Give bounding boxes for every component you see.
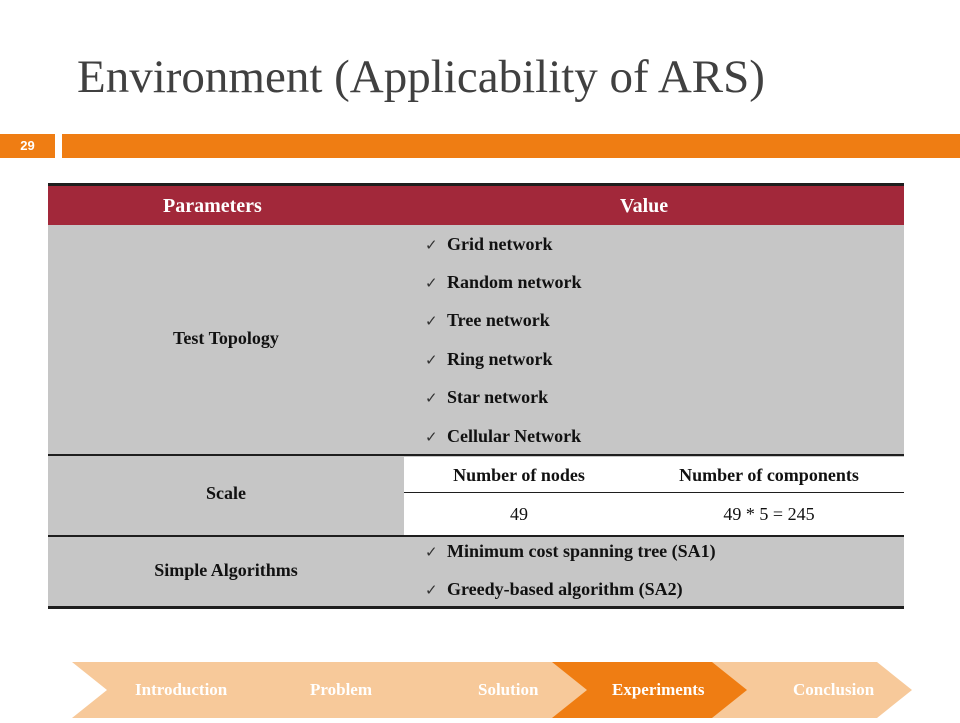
scale-subtable: Number of nodes Number of components 49 … bbox=[404, 457, 904, 535]
check-icon: ✓ bbox=[425, 351, 438, 369]
parameters-table: Parameters Value Test Topology ✓Grid net… bbox=[48, 183, 904, 609]
nav-label: Conclusion bbox=[793, 680, 875, 699]
scale-col-nodes: Number of nodes bbox=[453, 465, 585, 485]
check-icon: ✓ bbox=[425, 312, 438, 330]
nav-step-problem[interactable]: Problem bbox=[232, 662, 432, 718]
check-icon: ✓ bbox=[425, 581, 438, 599]
chevron-shape bbox=[232, 662, 432, 718]
check-icon: ✓ bbox=[425, 274, 438, 292]
nav-step-conclusion[interactable]: Conclusion bbox=[712, 662, 912, 718]
check-icon: ✓ bbox=[425, 236, 438, 254]
row-label-scale: Scale bbox=[206, 483, 246, 503]
topology-item: ✓Random network bbox=[425, 272, 582, 292]
chevron-shape bbox=[72, 662, 272, 718]
section-nav: Introduction Problem Solution Experiment… bbox=[72, 662, 912, 718]
scale-col-components: Number of components bbox=[679, 465, 859, 485]
scale-divider bbox=[404, 492, 904, 493]
chevron-shape bbox=[392, 662, 592, 718]
algorithm-item: ✓Greedy-based algorithm (SA2) bbox=[425, 579, 683, 599]
topology-item: ✓Ring network bbox=[425, 349, 553, 369]
topology-item: ✓Star network bbox=[425, 387, 549, 407]
table-body: Test Topology ✓Grid network ✓Random netw… bbox=[48, 225, 904, 609]
table-header: Parameters Value bbox=[48, 183, 904, 225]
scale-components-value: 49 * 5 = 245 bbox=[723, 504, 815, 524]
chevron-shape bbox=[552, 662, 752, 718]
chevron-shape bbox=[712, 662, 912, 718]
nav-label: Introduction bbox=[135, 680, 228, 699]
algorithm-item: ✓Minimum cost spanning tree (SA1) bbox=[425, 541, 716, 561]
check-icon: ✓ bbox=[425, 543, 438, 561]
header-parameters: Parameters bbox=[163, 195, 262, 217]
row-label-topology: Test Topology bbox=[173, 328, 279, 348]
scale-nodes-value: 49 bbox=[510, 504, 528, 524]
row-divider bbox=[48, 535, 904, 537]
topology-item: ✓Cellular Network bbox=[425, 426, 582, 446]
slide-number: 29 bbox=[0, 134, 55, 158]
nav-step-introduction[interactable]: Introduction bbox=[72, 662, 272, 718]
check-icon: ✓ bbox=[425, 428, 438, 446]
row-divider bbox=[48, 454, 904, 456]
nav-label: Solution bbox=[478, 680, 539, 699]
table-bottom-rule bbox=[48, 606, 904, 609]
topology-item: ✓Tree network bbox=[425, 310, 550, 330]
header-value: Value bbox=[620, 195, 669, 217]
slide-title: Environment (Applicability of ARS) bbox=[77, 51, 765, 103]
nav-step-experiments[interactable]: Experiments bbox=[552, 662, 752, 718]
row-label-algorithms: Simple Algorithms bbox=[154, 560, 298, 580]
topology-item: ✓Grid network bbox=[425, 234, 553, 254]
title-rule bbox=[62, 134, 960, 158]
nav-label: Problem bbox=[310, 680, 373, 699]
check-icon: ✓ bbox=[425, 389, 438, 407]
nav-step-solution[interactable]: Solution bbox=[392, 662, 592, 718]
nav-label: Experiments bbox=[612, 680, 705, 699]
